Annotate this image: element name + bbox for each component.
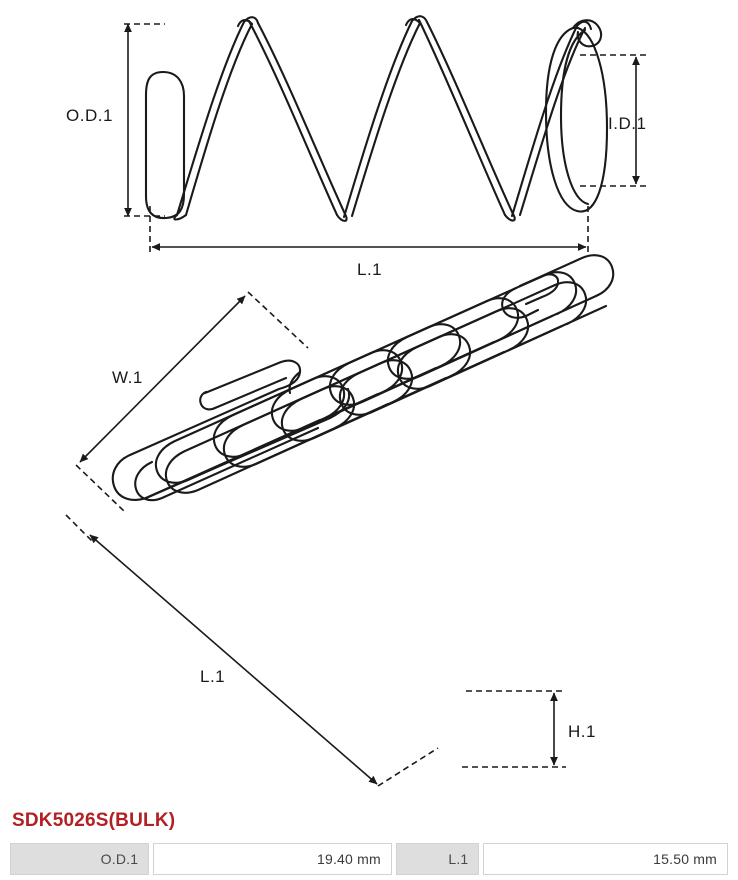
- product-title: SDK5026S(BULK): [12, 810, 176, 831]
- front-view-group: O.D.1 I.D.1 L.1: [66, 15, 648, 279]
- spring-coil-front-view: [144, 15, 609, 222]
- dimension-h1: H.1: [462, 690, 596, 768]
- dimension-label-id1: I.D.1: [608, 114, 646, 133]
- spec-table: O.D.1 19.40 mm L.1 15.50 mm: [10, 843, 729, 875]
- dimension-label-l1-iso: L.1: [200, 667, 225, 686]
- spec-label-l1: L.1: [395, 843, 480, 875]
- dimension-label-l1-front: L.1: [357, 260, 382, 279]
- dimension-id1: I.D.1: [580, 54, 648, 187]
- dimension-l1-iso: L.1: [65, 514, 439, 787]
- dimension-label-od1: O.D.1: [66, 106, 113, 125]
- spring-coil-iso-view: [111, 254, 615, 502]
- spec-value-l1: 15.50 mm: [483, 843, 729, 875]
- dimension-l1-front: L.1: [149, 206, 589, 279]
- iso-view-group: W.1 L.1 H.1: [65, 254, 615, 787]
- technical-drawing-canvas: O.D.1 I.D.1 L.1: [65, 15, 648, 787]
- spec-value-od1: 19.40 mm: [153, 843, 392, 875]
- dimension-w1: W.1: [75, 291, 309, 513]
- dimension-label-h1: H.1: [568, 722, 596, 741]
- spec-label-od1: O.D.1: [10, 843, 150, 875]
- dimension-label-w1: W.1: [112, 368, 143, 387]
- dimension-od1: O.D.1: [66, 23, 165, 217]
